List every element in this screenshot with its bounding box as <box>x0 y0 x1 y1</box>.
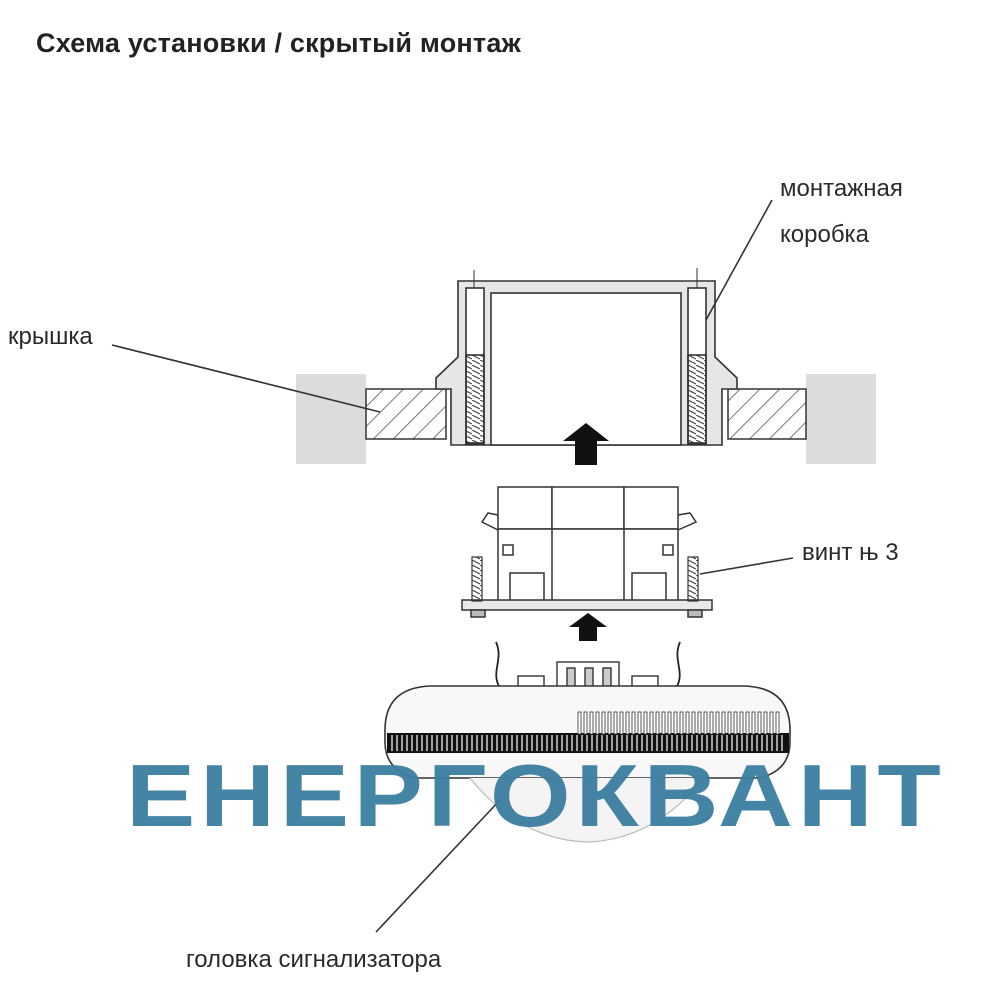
connector <box>517 661 659 689</box>
leader-detector-head <box>375 799 501 933</box>
vent-slot-pattern <box>391 711 783 751</box>
wires <box>495 641 681 689</box>
arrow-up-icon <box>563 423 609 465</box>
ceiling-board-right <box>727 388 807 440</box>
leader-screw <box>699 557 794 575</box>
detector-head <box>384 685 791 843</box>
label-screw: винт њ 3 <box>802 539 899 566</box>
wall-block-left <box>296 374 366 464</box>
ceiling-section <box>296 374 876 464</box>
leader-lines <box>111 199 794 933</box>
label-cover: крышка <box>8 323 93 350</box>
arrow-up-icon <box>569 613 607 641</box>
mounting-box <box>435 268 738 446</box>
screw-icon <box>471 556 699 602</box>
label-mounting-box-line2: коробка <box>780 221 869 248</box>
watermark-logo: ЕНЕРГОКВАНТ <box>126 746 946 845</box>
wall-block-right <box>806 374 876 464</box>
leader-cover <box>111 344 381 413</box>
label-mounting-box-line1: монтажная <box>780 175 903 202</box>
leader-mounting-box <box>705 199 773 321</box>
base-plate <box>461 599 713 611</box>
label-detector-head: головка сигнализатора <box>186 946 442 973</box>
detector-base <box>461 486 713 618</box>
page-title: Схема установки / скрытый монтаж <box>36 28 521 58</box>
ceiling-board-left <box>365 388 447 440</box>
